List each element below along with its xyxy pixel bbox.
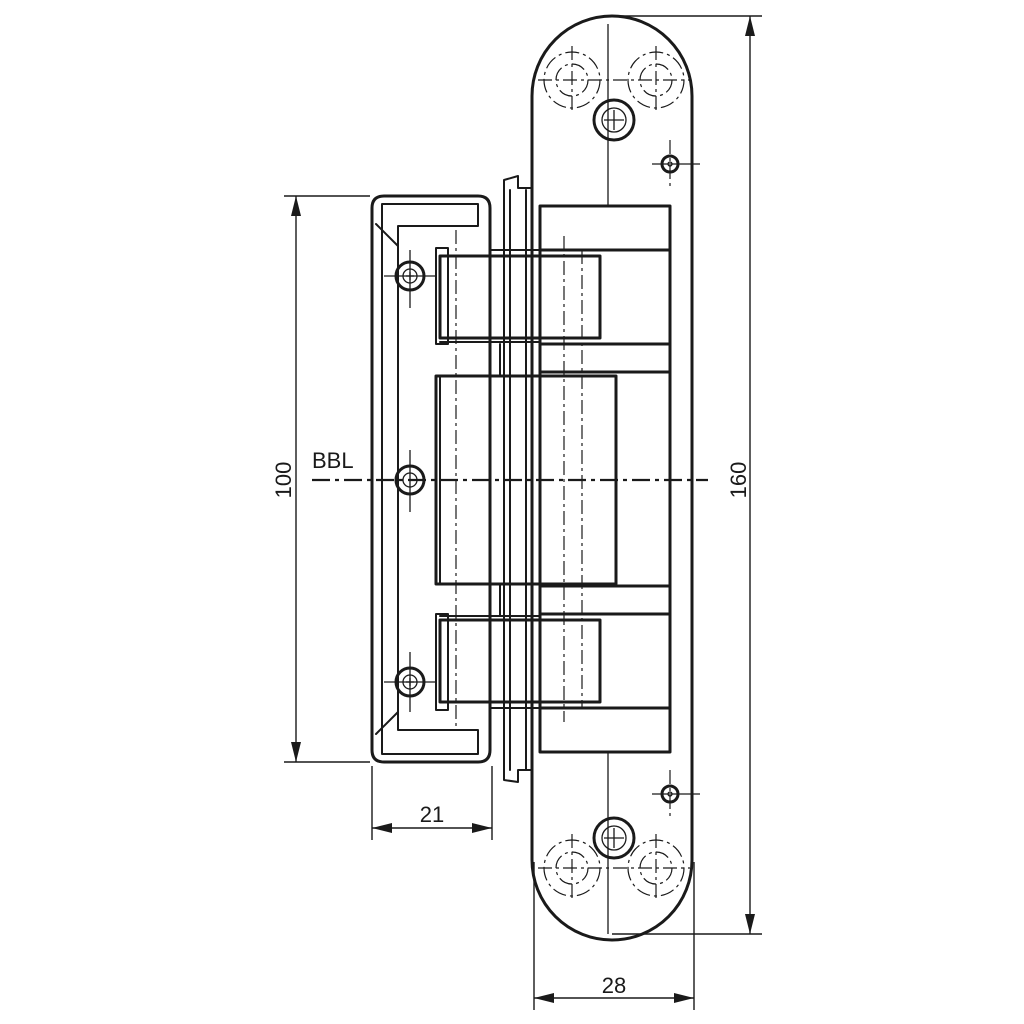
dimension-label-28: 28 — [602, 973, 626, 998]
phillips-screw-icon — [592, 98, 636, 142]
dimension-door-width: 28 — [533, 862, 695, 1010]
door-leaf-plate — [530, 14, 694, 942]
hex-screw-icon — [384, 652, 436, 712]
frame-leaf-plate — [370, 194, 492, 764]
dimension-label-160: 160 — [726, 462, 751, 499]
door-leaf-top-holes — [538, 46, 690, 114]
dimension-frame-width: 21 — [371, 766, 493, 840]
dimension-frame-height: 100 — [271, 195, 370, 763]
hex-screw-icon — [384, 250, 436, 308]
dimension-overall-height: 160 — [612, 15, 762, 935]
door-leaf-bottom-holes — [538, 834, 690, 902]
phillips-screw-icon — [592, 816, 636, 860]
door-leaf-bottom-pin-hole — [652, 770, 700, 818]
door-leaf-top-pin-hole — [652, 140, 700, 190]
dimension-label-100: 100 — [271, 462, 296, 499]
bbl-label: BBL — [312, 448, 354, 473]
dimension-label-21: 21 — [420, 802, 444, 827]
